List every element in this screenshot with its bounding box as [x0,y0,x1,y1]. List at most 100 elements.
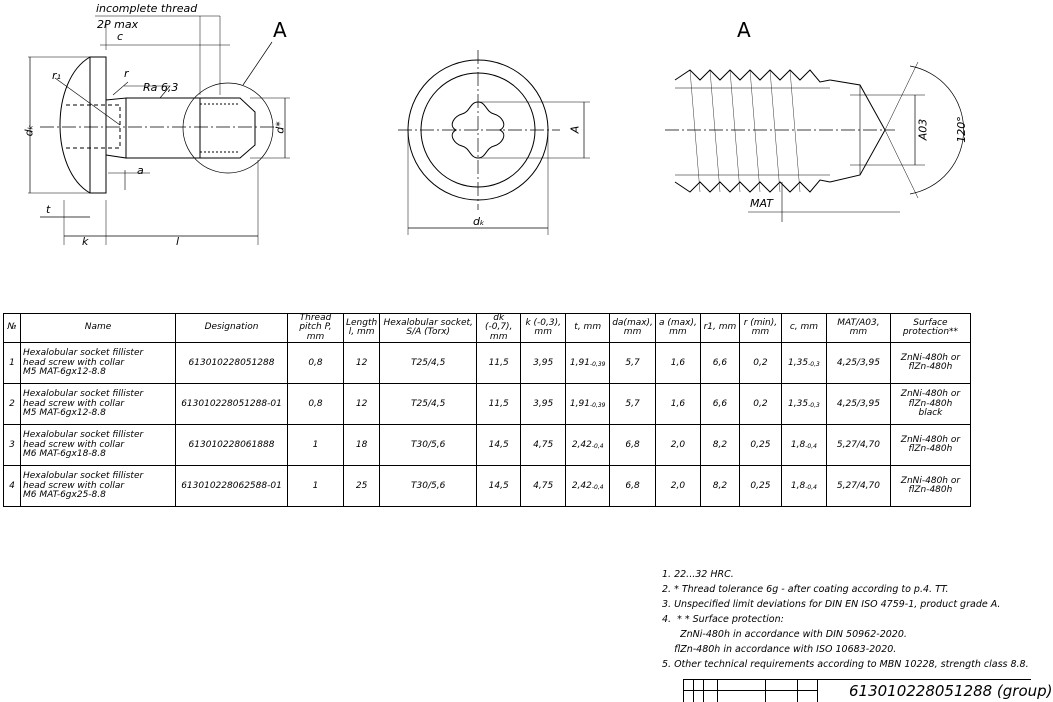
header-socket: Hexalobular socket, S/A (Torx) [379,312,478,344]
cell-a: 1,6 [654,342,701,385]
cell-length: 12 [342,383,381,426]
cell-length: 18 [342,424,381,467]
cell-c: 1,35-0,3 [780,383,827,426]
cell-no: 1 [3,342,21,385]
cell-k: 3,95 [520,342,567,385]
technical-drawing [28,15,964,245]
cell-da: 6,8 [609,424,656,467]
t-value: 2,42 [571,439,592,450]
c-tolerance: -0,3 [808,360,820,368]
name-line: M6 MAT-6gx25-8.8 [23,490,106,501]
cell-surface: ZnNi-480h or flZn-480h [889,342,971,385]
cell-k: 4,75 [520,465,567,508]
c-value: 1,35 [788,398,809,409]
cell-no: 3 [3,424,21,467]
l-label: l [176,235,180,248]
surface-line: ZnNi-480h or flZn-480h [900,434,961,455]
cell-pitch: 1 [287,424,344,467]
cell-r1: 6,6 [699,383,740,426]
c-value: 1,8 [790,480,806,491]
a-label: a [137,164,144,177]
title-block-divider [817,679,818,702]
mat-label: MAT [750,197,773,210]
c-value: 1,8 [790,439,806,450]
cell-socket: T30/5,6 [379,424,478,467]
r-label: r [124,67,129,80]
header-r: r (min), mm [738,312,782,344]
cell-socket: T30/5,6 [379,465,478,508]
cell-mat: 4,25/3,95 [825,383,891,426]
header-pitch: Thread pitch P, mm [287,312,344,344]
header-designation: Designation [175,312,288,344]
cell-designation: 613010228051288-01 [175,383,288,426]
cell-c: 1,8-0,4 [780,465,827,508]
header-mat: MAT/A03, mm [825,312,891,344]
name-line: Hexalobular socket fillister [23,471,144,482]
name-line: M5 MAT-6gx12-8.8 [23,367,106,378]
cell-surface: ZnNi-480h or flZn-480h [889,465,971,508]
cell-r: 0,2 [738,383,782,426]
cell-t: 1,91-0,39 [565,383,611,426]
header-dk: dk (-0,7), mm [476,312,522,344]
header-c: c, mm [780,312,827,344]
name-line: head screw with collar [23,398,125,409]
header-t: t, mm [565,312,611,344]
t-tolerance: -0,4 [591,483,604,491]
title-block-row-line [683,690,817,691]
note-line: 1. 22...32 HRC. [662,569,734,580]
note-line: flZn-480h in accordance with ISO 10683-2… [662,644,897,655]
t-value: 1,91 [569,398,590,409]
header-k: k (-0,3), mm [520,312,567,344]
cell-dk: 14,5 [476,424,522,467]
cell-a: 2,0 [654,424,701,467]
cell-socket: T25/4,5 [379,383,478,426]
name-line: M6 MAT-6gx18-8.8 [23,449,106,460]
cell-length: 12 [342,342,381,385]
cell-mat: 4,25/3,95 [825,342,891,385]
detail-a-view [665,61,964,222]
drawing-title: 613010228051288 (group) [849,682,1053,700]
cell-socket: T25/4,5 [379,342,478,385]
title-block: 613010228051288 (group) [683,679,1053,702]
c-tolerance: -0,4 [805,442,817,450]
cell-surface: ZnNi-480h or flZn-480h [889,424,971,467]
note-line: 3. Unspecified limit deviations for DIN … [662,599,1001,610]
header-length: Length l, mm [342,312,381,344]
d-star-label: d* [273,121,287,134]
cell-designation: 613010228061888 [175,424,288,467]
cell-mat: 5,27/4,70 [825,424,891,467]
t-tolerance: -0,39 [589,401,606,409]
surface-line: ZnNi-480h or flZn-480h [900,475,961,496]
t-tolerance: -0,39 [589,360,606,368]
roughness-label: Ra 6,3 [143,81,179,94]
cell-r1: 8,2 [699,424,740,467]
cell-designation: 613010228062588-01 [175,465,288,508]
name-line: M5 MAT-6gx12-8.8 [23,408,106,419]
surface-line: ZnNi-480h or flZn-480h [900,389,961,409]
note-line: 5. Other technical requirements accordin… [662,659,1029,670]
header-r1: r1, mm [699,312,740,344]
cell-pitch: 1 [287,465,344,508]
a03-label: A03 [916,118,930,141]
cell-r: 0,25 [738,465,782,508]
cell-k: 4,75 [520,424,567,467]
a-dim-label: A [568,125,582,134]
name-line: head screw with collar [23,357,125,368]
cell-dk: 14,5 [476,465,522,508]
k-label: k [82,235,89,248]
cell-c: 1,8-0,4 [780,424,827,467]
cell-designation: 613010228051288 [175,342,288,385]
cell-dk: 11,5 [476,342,522,385]
name-line: head screw with collar [23,480,125,491]
t-label: t [46,203,51,216]
c-tolerance: -0,3 [808,401,820,409]
cell-da: 5,7 [609,342,656,385]
side-view [28,15,290,245]
cell-r: 0,25 [738,424,782,467]
name-line: Hexalobular socket fillister [23,430,144,441]
